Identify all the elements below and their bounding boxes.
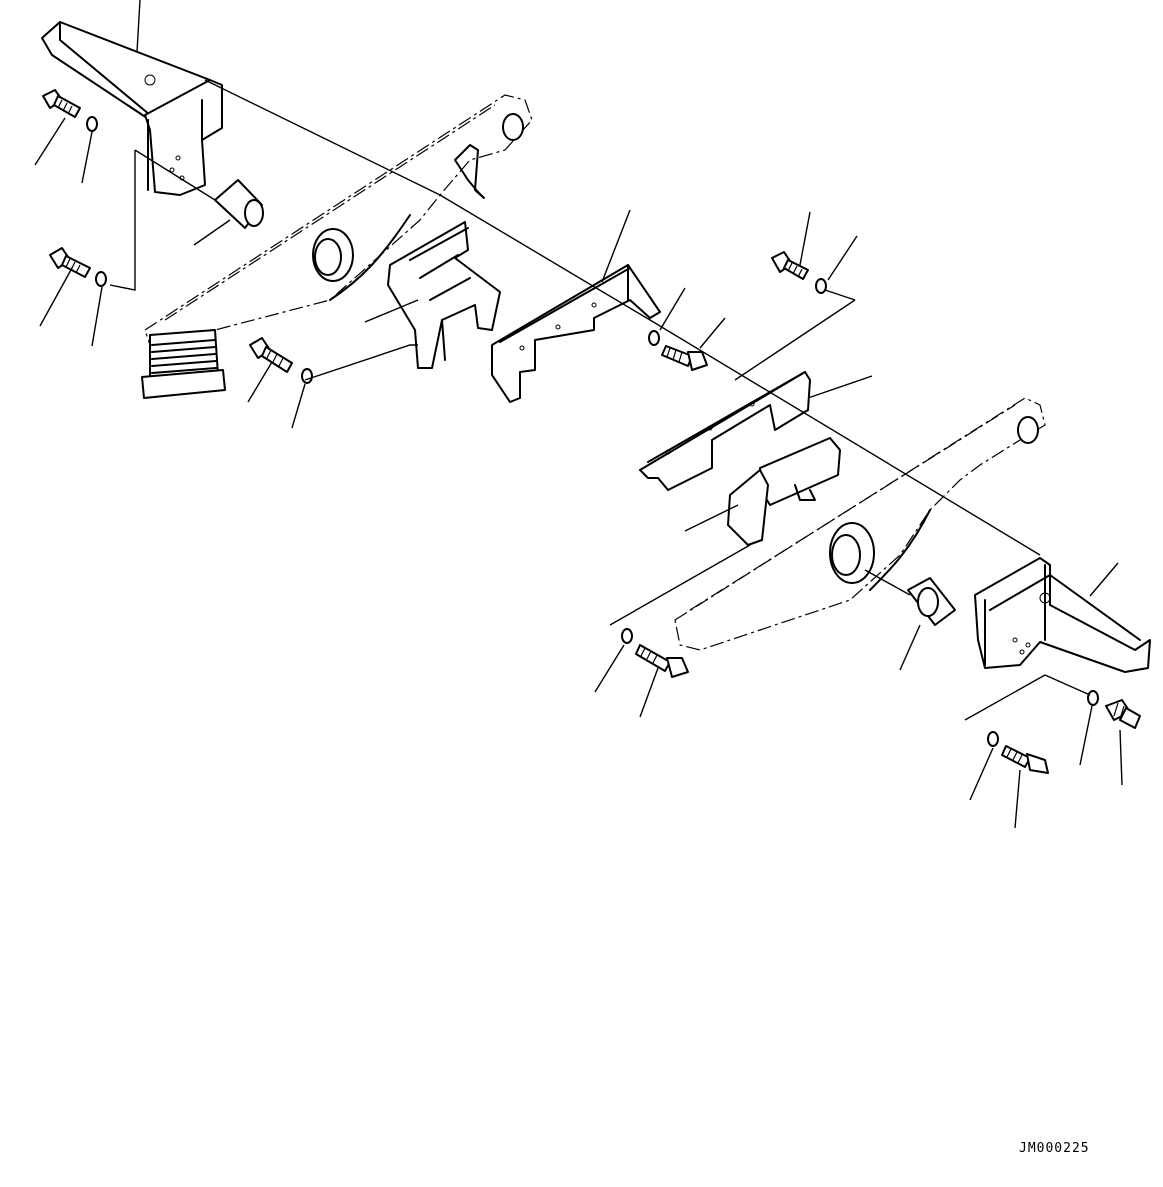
right-equalizer-beam [674, 397, 1046, 651]
left-bolt-upper [42, 89, 81, 118]
drawing-reference-code: JM000225 [1019, 1141, 1090, 1156]
right-washer-c [987, 731, 999, 747]
left-bolt-lower [49, 247, 91, 278]
mid-washer-a [648, 330, 660, 346]
right-bolt-a [635, 644, 689, 678]
right-cone-bushing [907, 577, 956, 626]
centre-washer [301, 368, 313, 384]
mid-bolt-a [661, 345, 708, 371]
left-washer-lower [95, 271, 107, 287]
long-guard-plate-right [639, 371, 811, 491]
callout-leaders [34, 0, 1123, 829]
alignment-lines [109, 79, 1091, 721]
centre-support-bracket [387, 221, 501, 369]
mid-washer-b [815, 278, 827, 294]
left-cone-bushing [214, 179, 264, 229]
mid-bolt-b [771, 251, 809, 280]
left-washer-upper [86, 116, 98, 132]
long-guard-plate-left [491, 264, 661, 403]
left-bellows [141, 329, 226, 399]
right-bolt-c [1001, 745, 1049, 774]
right-washer-a [621, 628, 633, 644]
right-mount-bracket [974, 557, 1151, 673]
small-bracket [727, 437, 841, 546]
right-bolt-b [1105, 699, 1141, 729]
right-washer-b [1087, 690, 1099, 706]
left-mount-bracket [41, 21, 223, 196]
centre-bolt [249, 337, 293, 373]
